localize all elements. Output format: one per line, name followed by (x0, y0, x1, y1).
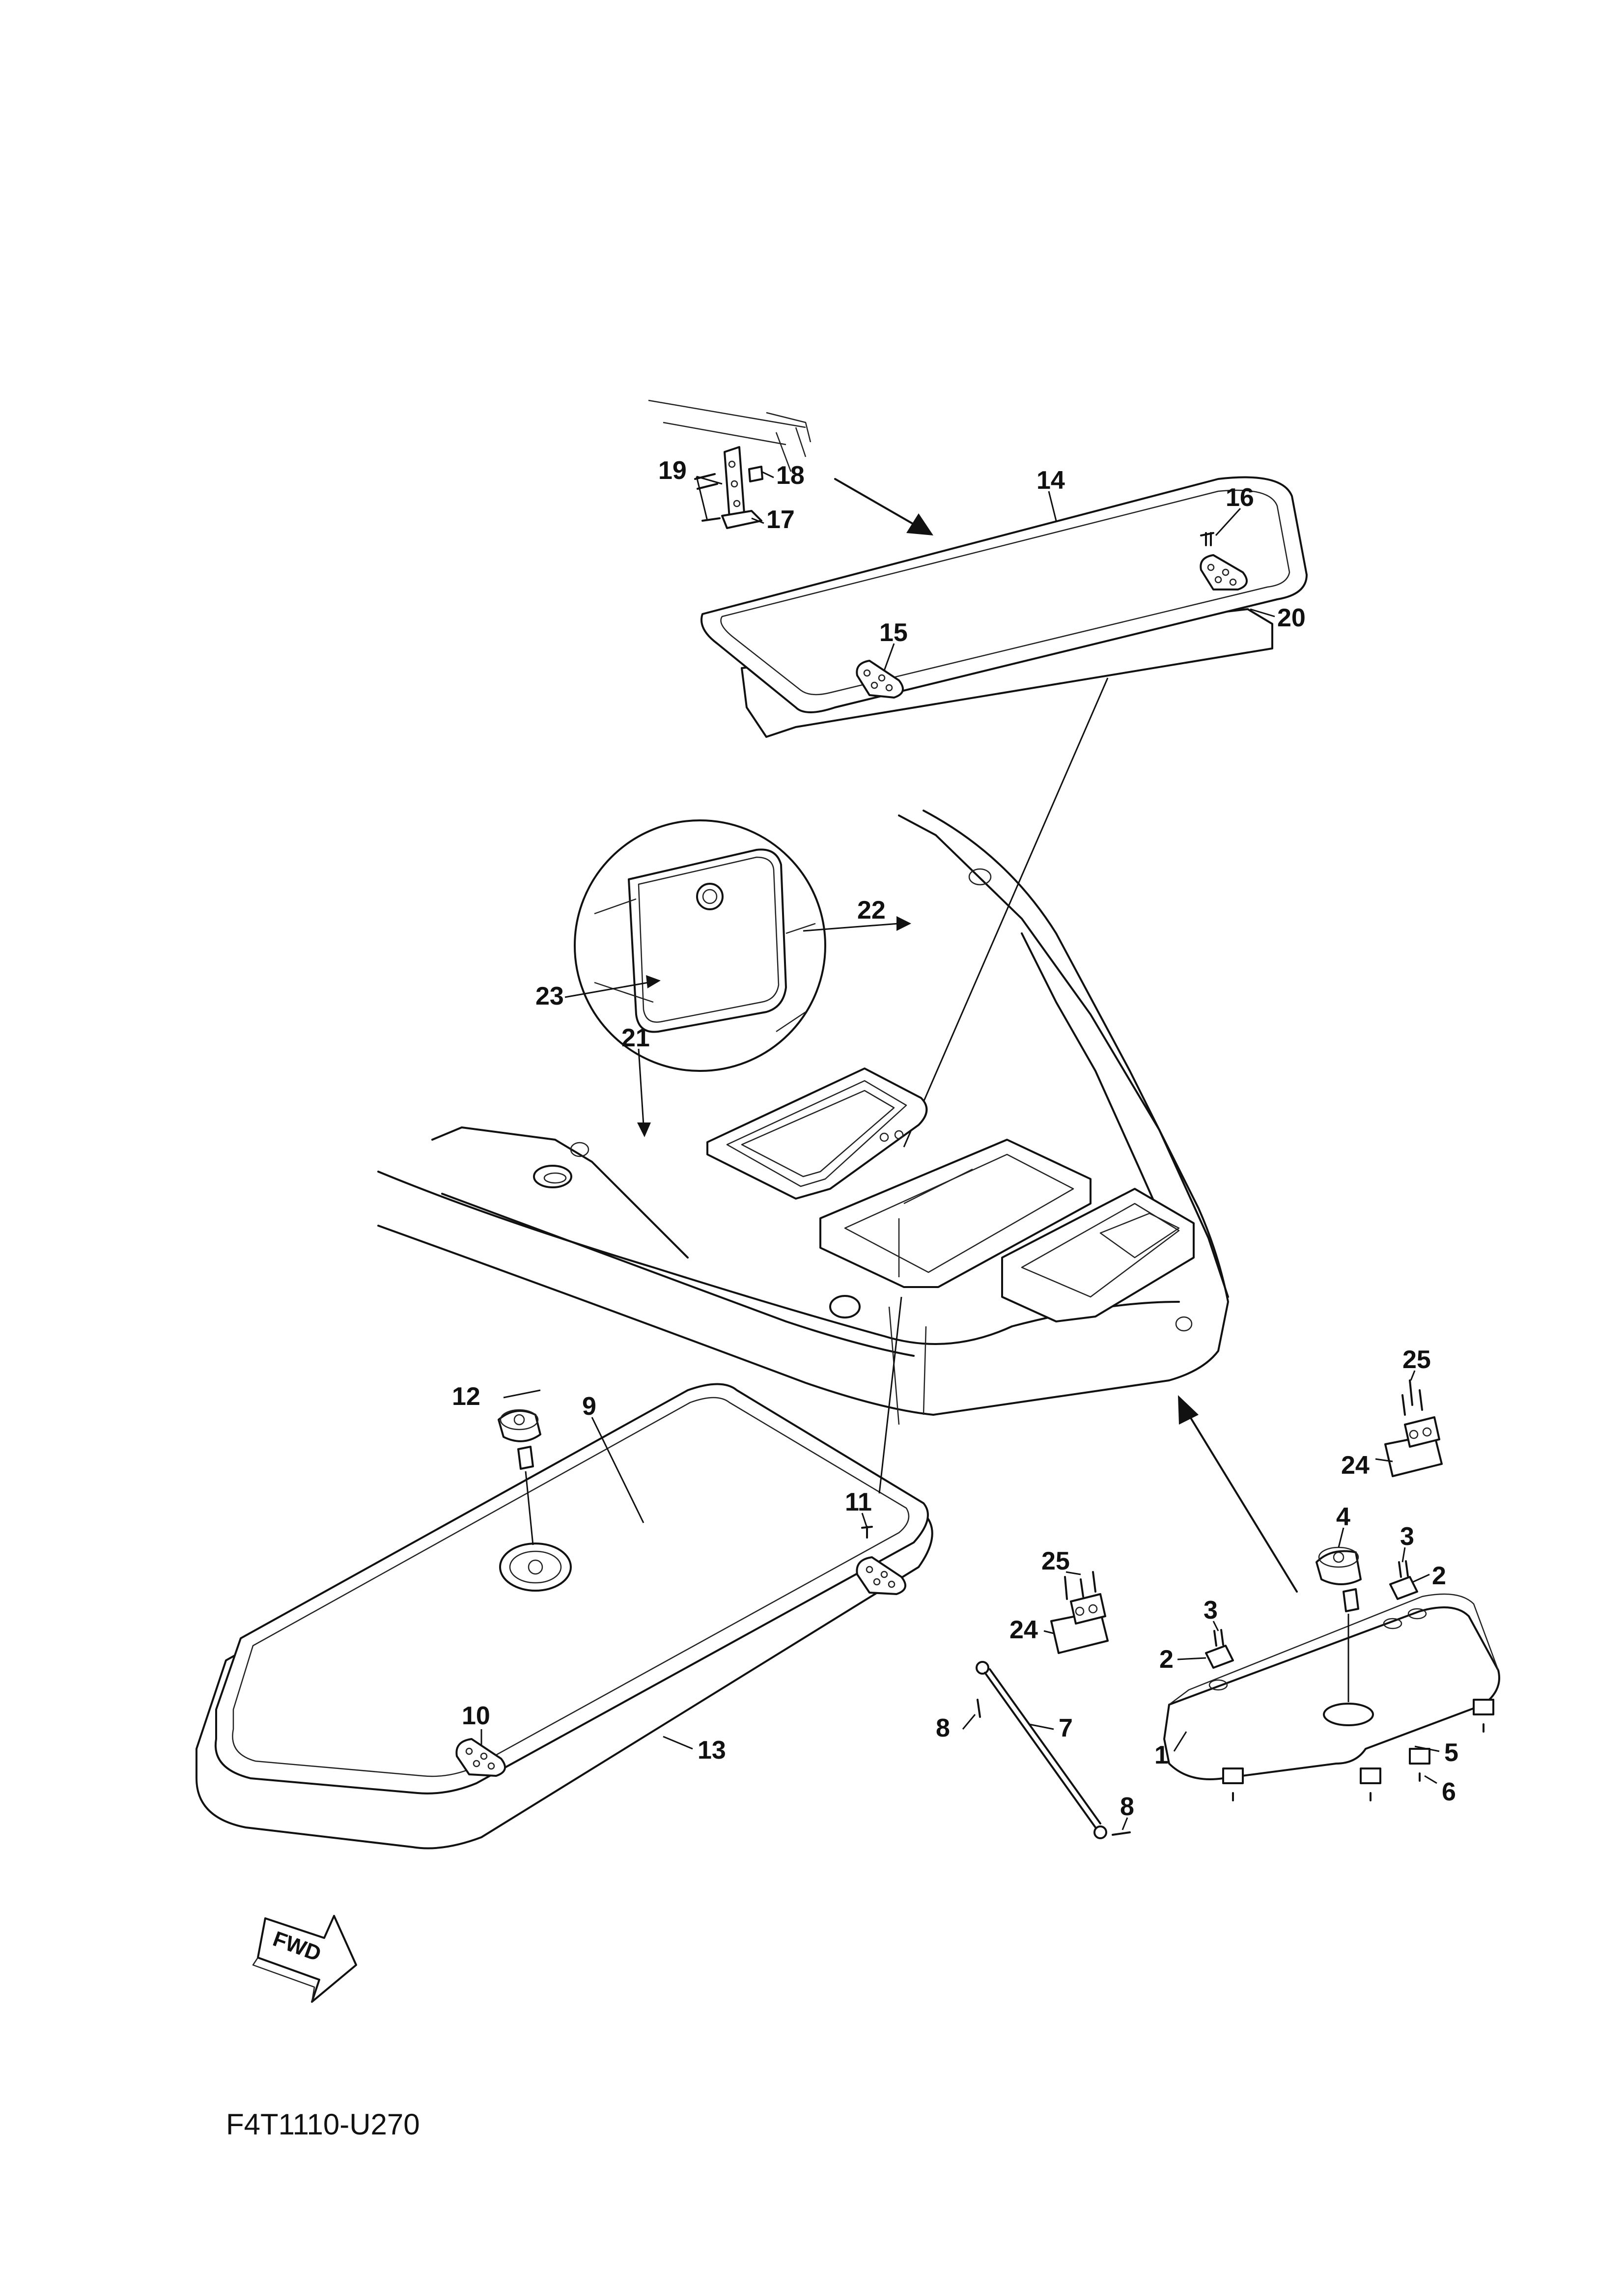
callout-14: 14 (1036, 466, 1065, 495)
callout-21: 21 (621, 1024, 650, 1052)
callout-4: 4 (1336, 1503, 1350, 1531)
storage-tray (1163, 1593, 1500, 1801)
callout-1: 1 (1154, 1741, 1169, 1769)
callout-16: 16 (1226, 483, 1254, 512)
hull-deck-body (377, 810, 1229, 1425)
callout-10: 10 (462, 1702, 490, 1730)
hinge-plate-15 (856, 660, 904, 699)
rod-7 (976, 1661, 1131, 1839)
callout-24-lower: 24 (1009, 1616, 1038, 1644)
callout-7: 7 (1059, 1714, 1073, 1742)
callout-22: 22 (857, 896, 886, 925)
callout-3-right: 3 (1400, 1522, 1414, 1551)
detail-zoom-circle (574, 819, 826, 1072)
callout-15: 15 (879, 618, 908, 647)
callout-20: 20 (1277, 604, 1306, 632)
latch-24-upper (1384, 1379, 1443, 1477)
cap-4 (1316, 1546, 1362, 1612)
callout-25-upper: 25 (1402, 1346, 1431, 1374)
callout-19: 19 (658, 456, 687, 485)
hinge-plate-16 (1200, 532, 1248, 590)
assembly-direction-arrow-right (1178, 1395, 1298, 1593)
clip-2-left (1205, 1629, 1234, 1669)
hinge-bracket-assembly (648, 399, 812, 529)
hinge-plate-10 (455, 1738, 506, 1777)
callout-12: 12 (452, 1382, 480, 1411)
callout-11: 11 (845, 1488, 872, 1516)
callout-9: 9 (582, 1392, 596, 1421)
callout-2-right: 2 (1432, 1562, 1446, 1590)
callout-2-left: 2 (1159, 1645, 1174, 1674)
callout-17: 17 (766, 505, 795, 534)
latch-24-lower (1050, 1571, 1109, 1654)
callout-18: 18 (776, 461, 805, 490)
callout-3-left: 3 (1204, 1596, 1218, 1625)
clip-2-right (1389, 1560, 1418, 1600)
cap-12 (498, 1409, 541, 1470)
assembly-direction-arrow-top (834, 478, 933, 535)
callout-8-left: 8 (936, 1714, 950, 1742)
callout-23: 23 (535, 982, 564, 1010)
lower-seat-panel (196, 1383, 933, 1850)
top-seat-panel (700, 476, 1308, 738)
callout-leaders (480, 471, 1440, 1830)
callout-8-right: 8 (1120, 1793, 1134, 1821)
callout-labels: 19 18 17 14 16 20 15 22 23 21 25 24 12 9… (452, 456, 1458, 1821)
callout-25-lower: 25 (1041, 1547, 1070, 1575)
callout-6: 6 (1442, 1778, 1456, 1806)
hinge-plate-11 (856, 1556, 906, 1595)
callout-13: 13 (698, 1736, 726, 1765)
fwd-arrow-icon: FWD (252, 1915, 357, 2003)
diagram-code: F4T1110-U270 (226, 2108, 420, 2141)
callout-24-upper: 24 (1341, 1451, 1370, 1480)
callout-5: 5 (1444, 1739, 1458, 1767)
